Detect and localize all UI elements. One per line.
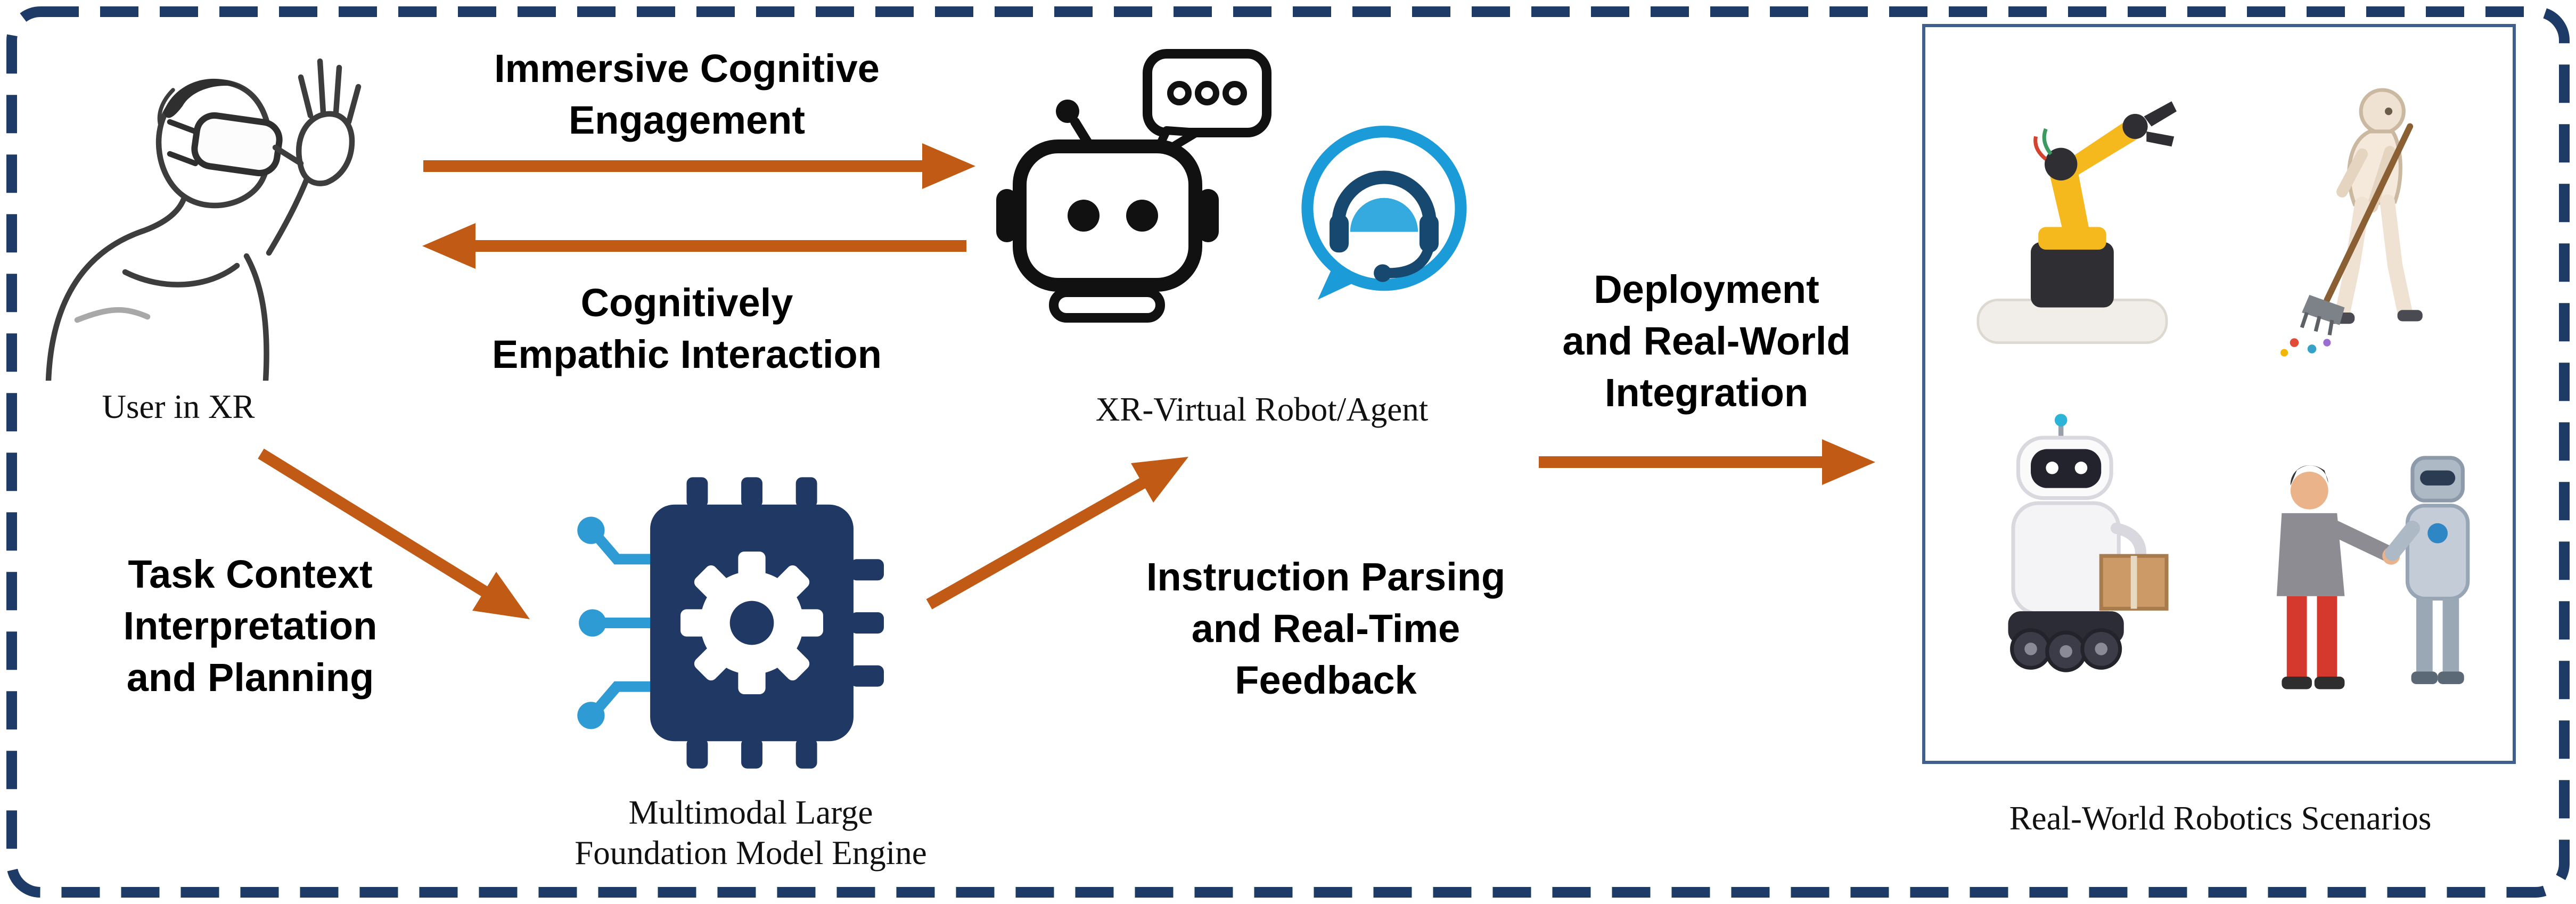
- label-line: Task Context: [128, 552, 373, 596]
- gear-icon: [680, 552, 823, 694]
- label-line: and Real-Time: [1191, 606, 1461, 651]
- label-line: Deployment: [1594, 267, 1819, 311]
- robot-head-icon: [996, 49, 1271, 323]
- task-edge-label: Task Context Interpretation and Planning: [48, 548, 453, 703]
- sweeping-robot-illustration: [2280, 88, 2423, 357]
- deployment-edge-label: Deployment and Real-World Integration: [1533, 264, 1880, 418]
- handshake-illustration: [2276, 456, 2470, 689]
- label-line: Foundation Model Engine: [575, 834, 927, 872]
- delivery-robot-illustration: [2008, 414, 2169, 672]
- empathic-edge-label: Cognitively Empathic Interaction: [421, 277, 953, 380]
- robot-arm-illustration: [1976, 101, 2177, 344]
- label-line: and Real-World: [1562, 319, 1851, 363]
- label-line: Empathic Interaction: [492, 332, 882, 376]
- label-line: Engagement: [568, 98, 806, 142]
- label-line: Integration: [1604, 371, 1809, 415]
- engine-node-label: Multimodal Large Foundation Model Engine: [538, 792, 964, 873]
- user-node-label: User in XR: [102, 388, 255, 425]
- label-line: Feedback: [1235, 658, 1417, 702]
- instruction-edge-label: Instruction Parsing and Real-Time Feedba…: [1102, 551, 1549, 706]
- immersive-edge-label: Immersive Cognitive Engagement: [421, 43, 953, 146]
- label-line: Immersive Cognitive: [494, 46, 880, 91]
- headset-agent-icon: [1301, 126, 1467, 300]
- scenarios-panel: [1922, 24, 2516, 764]
- agent-node-label: XR-Virtual Robot/Agent: [1095, 391, 1429, 428]
- chip-gear-icon: [577, 477, 884, 769]
- user-in-xr-illustration: [45, 58, 362, 381]
- label-line: and Planning: [126, 655, 374, 700]
- scenarios-node-label: Real-World Robotics Scenarios: [2009, 800, 2432, 837]
- label-line: Interpretation: [123, 604, 378, 648]
- label-line: Cognitively: [580, 281, 793, 325]
- label-line: Multimodal Large: [628, 794, 873, 831]
- label-line: Instruction Parsing: [1146, 555, 1506, 599]
